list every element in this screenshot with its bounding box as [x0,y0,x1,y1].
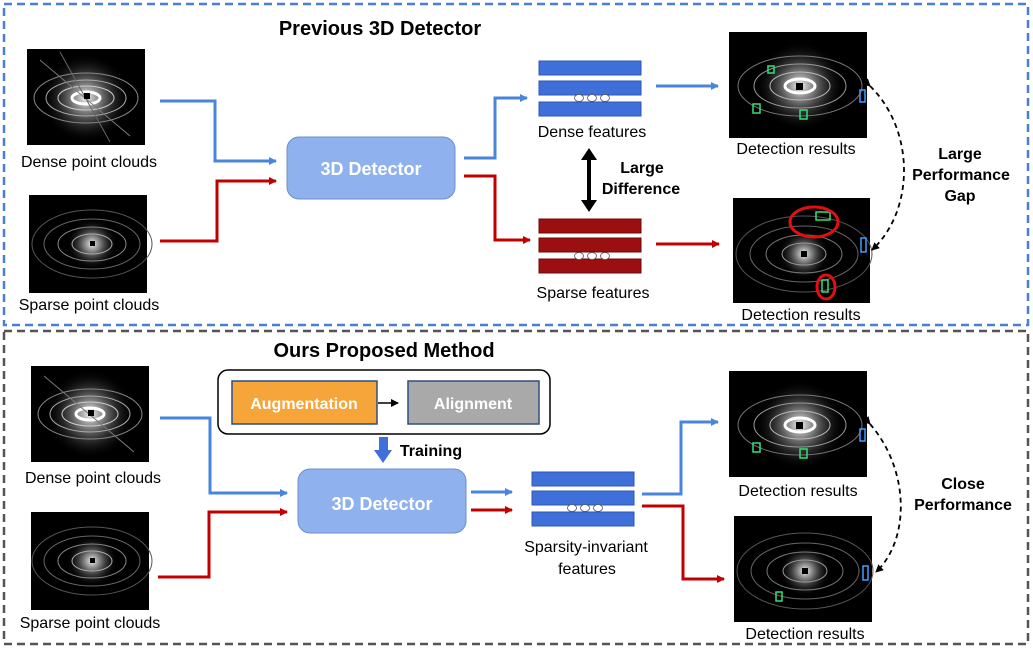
top-performance-gap-arrow [862,78,905,251]
augmentation-box [231,380,378,425]
top-dense-result-label: Detection results [736,141,855,158]
dense-detection-result-image [729,32,867,138]
top-detector-to-dense-features-arrow [464,94,528,160]
bottom-dense-point-cloud-image [31,366,149,462]
bottom-3d-detector-box [297,468,467,534]
bottom-dense-input-label: Dense point clouds [25,470,161,487]
bottom-sparse-to-detector-arrow [158,508,288,579]
dense-features-stack [538,60,642,117]
alignment-label: Alignment [434,396,513,413]
sparse-detection-result-image [733,198,873,303]
bottom-dense-to-detector-arrow [160,416,288,497]
alignment-box [407,380,540,425]
bottom-panel-title: Ours Proposed Method [273,340,494,362]
dense-features-label: Dense features [538,124,647,141]
bottom-panel-border [2,329,1030,646]
top-detector-to-sparse-features-arrow [464,174,531,244]
large-difference-arrow [581,148,597,212]
training-label: Training [400,443,462,460]
top-dense-input-label: Dense point clouds [21,154,157,171]
top-sparse-input-label: Sparse point clouds [19,297,160,314]
bottom-dense-detection-result-image [729,371,867,477]
gap-label-1: Large [938,146,982,163]
gap-label-2: Performance [912,167,1010,184]
bottom-close-performance-arrow [862,416,902,573]
top-detector-label: 3D Detector [320,159,421,179]
features-label-2: features [558,561,616,578]
top-sparse-to-detector-arrow [160,177,277,243]
features-label-1: Sparsity-invariant [524,539,648,556]
sparsity-invariant-features-stack [531,471,635,527]
top-panel-border [2,2,1030,327]
top-panel-title: Previous 3D Detector [279,18,482,40]
sparse-features-stack [538,218,642,274]
bottom-sparse-result-label: Detection results [745,626,864,643]
top-3d-detector-box [286,136,456,200]
close-label-2: Performance [914,497,1012,514]
top-sparse-result-label: Detection results [741,307,860,324]
bottom-features-to-dense-result-arrow [642,418,719,496]
large-difference-label-2: Difference [602,181,680,198]
bottom-dense-result-label: Detection results [738,483,857,500]
bottom-sparse-detection-result-image [734,516,874,622]
large-difference-label-1: Large [620,160,664,177]
augmentation-label: Augmentation [250,396,358,413]
bottom-sparse-point-cloud-image [31,512,153,610]
training-arrow [374,437,392,463]
dense-point-cloud-image [27,49,145,145]
gap-label-3: Gap [944,188,975,205]
sparse-features-label: Sparse features [537,285,650,302]
close-label-1: Close [941,476,985,493]
bottom-features-to-sparse-result-arrow [642,504,725,583]
bottom-sparse-input-label: Sparse point clouds [20,615,161,632]
sparse-point-cloud-image [29,195,153,293]
top-dense-to-detector-arrow [160,99,277,165]
bottom-detector-label: 3D Detector [331,494,432,514]
